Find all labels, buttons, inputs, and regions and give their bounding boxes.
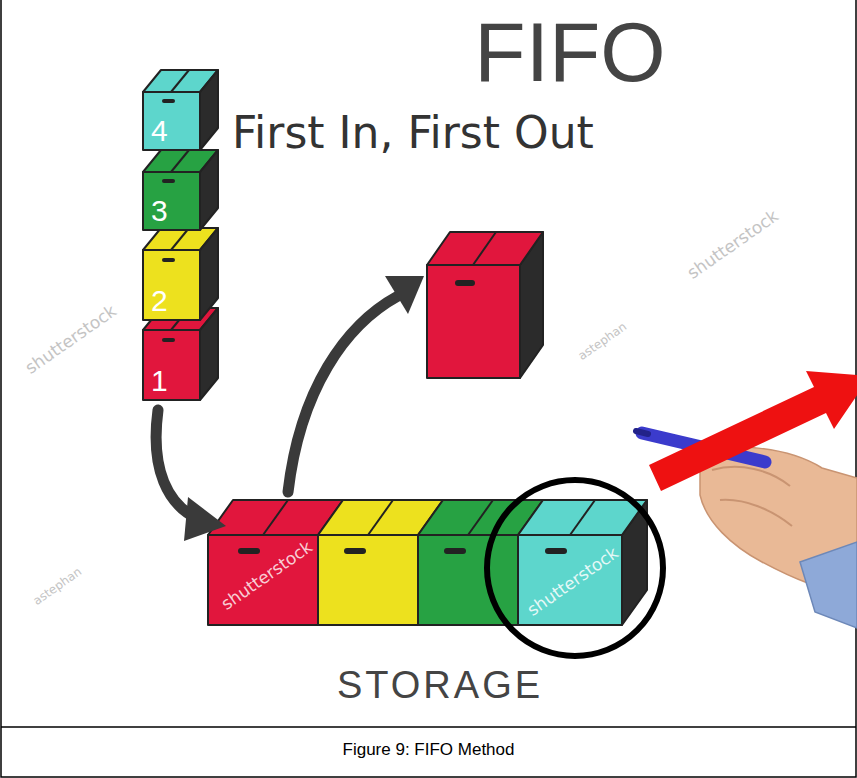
watermark: astephan <box>31 565 85 608</box>
box-front <box>143 172 200 230</box>
box-slot <box>444 548 466 554</box>
box-top <box>518 500 647 535</box>
lid-seam <box>473 232 496 265</box>
box-number: 1 <box>151 366 168 396</box>
storage-label: STORAGE <box>290 664 590 708</box>
lid-seam <box>570 500 595 535</box>
box-slot <box>455 280 475 286</box>
box-side <box>200 308 218 400</box>
outgoing-box <box>427 232 543 378</box>
pointer-arrow <box>649 371 857 491</box>
box-front <box>143 250 200 320</box>
stack-box <box>143 228 218 320</box>
box-top <box>427 232 543 265</box>
box-slot <box>162 258 175 262</box>
stack-box <box>143 150 218 230</box>
box-side <box>200 70 218 150</box>
stack-box-face: 4 <box>143 92 200 150</box>
box-front <box>418 535 518 625</box>
stack-box-face: 2 <box>143 250 200 320</box>
box-front <box>143 92 200 150</box>
box-front <box>208 535 318 625</box>
lid-seam <box>468 500 493 535</box>
box-number: 2 <box>151 286 168 316</box>
box-front <box>318 535 418 625</box>
lid-seam <box>171 70 189 92</box>
marker-tip <box>636 431 648 434</box>
out-arrowhead <box>385 276 424 314</box>
watermark: shutterstock <box>684 206 782 283</box>
lid-seam <box>171 228 189 250</box>
watermark: shutterstock <box>22 301 120 378</box>
subtitle: First In, First Out <box>232 108 594 159</box>
highlight-circle <box>487 480 663 656</box>
box-slot <box>545 548 567 554</box>
shirt-cuff <box>800 542 857 628</box>
storage-box <box>518 500 647 625</box>
stack-box-face: 1 <box>143 330 200 400</box>
box-front <box>143 330 200 400</box>
box-number: 3 <box>151 196 168 226</box>
lid-seam <box>368 500 393 535</box>
figure-caption: Figure 9: FIFO Method <box>0 740 857 760</box>
box-slot <box>162 338 175 342</box>
stack-box <box>143 308 218 400</box>
box-slot <box>238 548 260 554</box>
box-front <box>427 265 520 378</box>
box-slot <box>344 548 366 554</box>
watermark: shutterstock <box>218 537 316 614</box>
box-slot <box>162 179 175 183</box>
box-slot <box>162 99 175 103</box>
diagram-title: FIFO <box>410 4 730 101</box>
box-front <box>518 535 622 625</box>
caption-divider <box>1 726 856 728</box>
out-arrow <box>288 296 398 492</box>
box-number: 4 <box>151 116 168 146</box>
finger-line <box>712 467 790 486</box>
watermark: astephan <box>576 320 630 363</box>
stack-box-face: 3 <box>143 172 200 230</box>
finger-line <box>720 500 792 526</box>
lid-seam <box>263 500 288 535</box>
box-side <box>200 228 218 320</box>
lid-seam <box>171 150 189 172</box>
box-side <box>200 150 218 230</box>
stack-box <box>143 70 218 150</box>
watermark: shutterstock <box>524 543 622 620</box>
in-arrowhead <box>184 497 226 541</box>
